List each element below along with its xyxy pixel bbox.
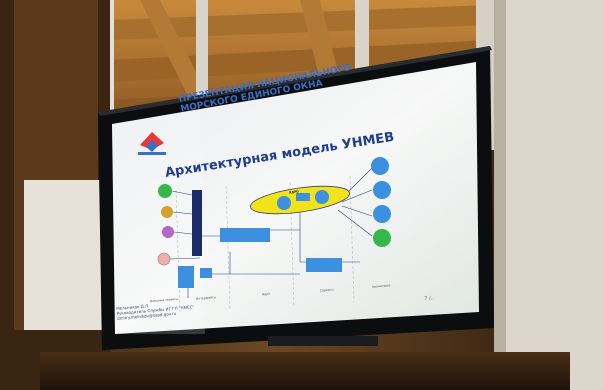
slide-logo bbox=[138, 132, 166, 155]
diagram-box bbox=[306, 258, 342, 272]
slide-diagram bbox=[157, 157, 391, 313]
node-circle bbox=[157, 252, 171, 266]
cabinet bbox=[40, 352, 570, 390]
diagram-box bbox=[220, 228, 270, 242]
tv-stand bbox=[268, 336, 378, 346]
service-circle bbox=[373, 229, 391, 247]
service-circle bbox=[373, 181, 391, 199]
tv-bezel-edge bbox=[98, 46, 492, 116]
left-white-panel bbox=[24, 180, 112, 330]
right-pillar bbox=[494, 0, 604, 390]
node-circle bbox=[158, 184, 172, 198]
node-circle bbox=[161, 206, 173, 218]
node-circle bbox=[162, 226, 174, 238]
core-node bbox=[296, 193, 310, 201]
service-circle bbox=[371, 157, 389, 175]
diagram-box bbox=[178, 266, 194, 288]
interface-bar bbox=[192, 190, 202, 256]
right-pillar-shadow bbox=[494, 0, 506, 390]
diagram-box bbox=[200, 268, 212, 278]
core-node bbox=[315, 190, 329, 204]
service-circle bbox=[373, 205, 391, 223]
core-node bbox=[277, 196, 291, 210]
